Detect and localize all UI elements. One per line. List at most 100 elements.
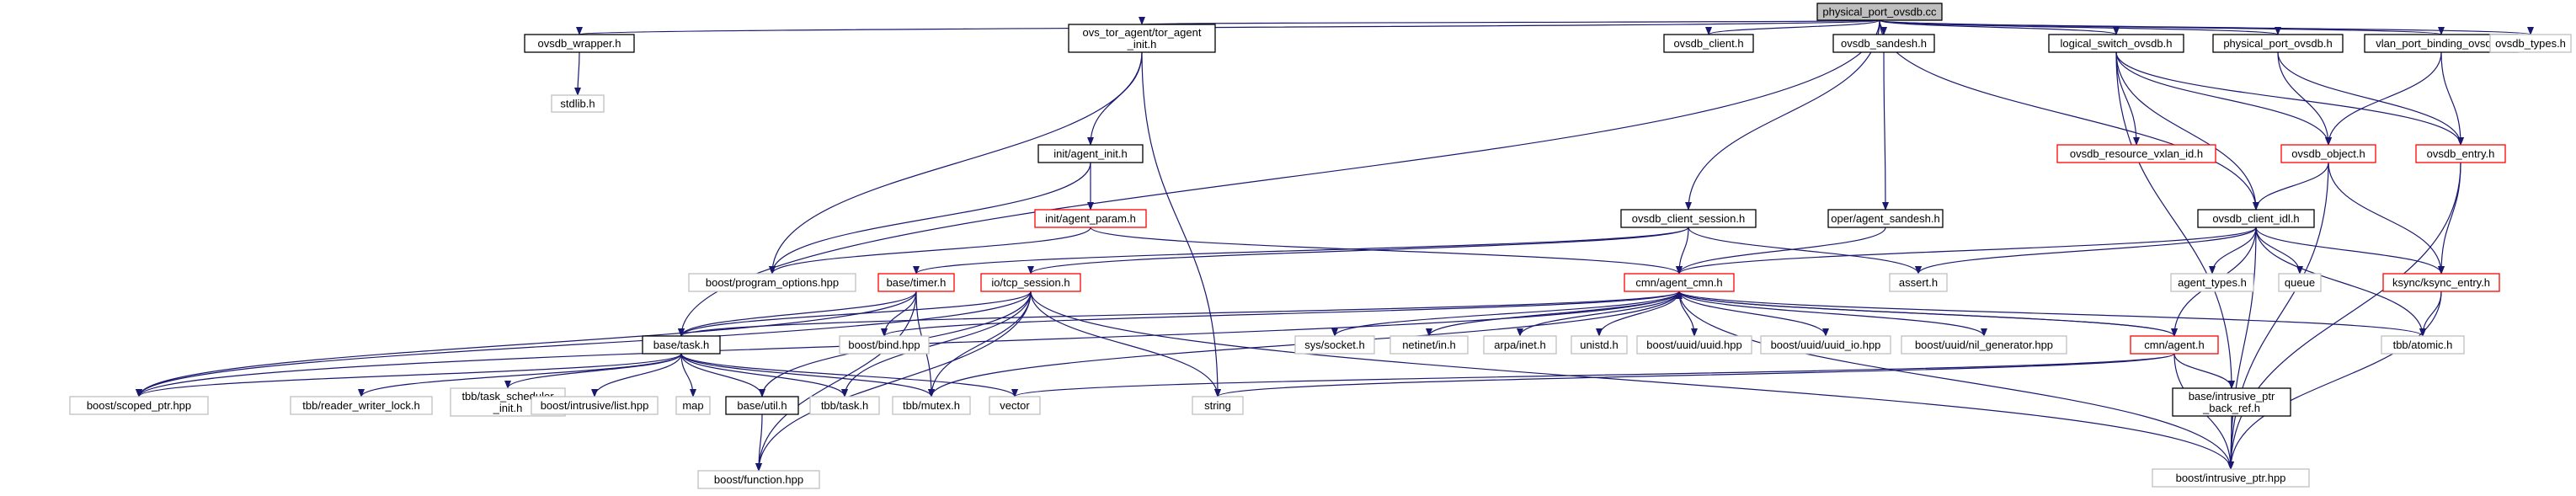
file-node-base-task[interactable]: base/task.h — [642, 335, 721, 355]
file-node-ovs-tor[interactable]: ovs_tor_agent/tor_agent_init.h — [1068, 24, 1216, 53]
include-edge-line — [1678, 291, 1829, 337]
include-edge — [769, 51, 1143, 275]
file-node-ksync-entry[interactable]: ksync/ksync_entry.h — [2382, 273, 2500, 292]
include-edge-line — [881, 291, 1680, 337]
file-node-box — [1620, 209, 1757, 228]
include-edge — [2115, 51, 2259, 211]
include-edge — [1676, 227, 1886, 275]
file-node-label: string — [1204, 399, 1231, 412]
file-node-label: init/agent_param.h — [1045, 212, 1136, 225]
file-node-box — [290, 396, 433, 415]
file-node-ovsdb-entry[interactable]: ovsdb_entry.h — [2415, 144, 2506, 163]
include-edge-line — [1879, 19, 2120, 35]
include-edge-line — [755, 291, 1032, 472]
file-node-logical-switch[interactable]: logical_switch_ovsdb.h — [2048, 34, 2184, 53]
include-edge-line — [2227, 291, 2442, 470]
file-node-cmn-agent[interactable]: cmn/agent.h — [2130, 335, 2219, 355]
include-edge — [680, 353, 848, 397]
file-node-resource-vxlan[interactable]: ovsdb_resource_vxlan_id.h — [2056, 144, 2216, 163]
include-edge — [1090, 227, 1683, 275]
include-edge-line — [358, 353, 682, 397]
include-edge — [1685, 19, 1880, 211]
include-edge — [680, 353, 696, 397]
file-node-ovsdb-client[interactable]: ovsdb_client.h — [1663, 34, 1754, 53]
include-edge-line — [574, 51, 582, 96]
include-edge-line — [2115, 51, 2332, 146]
file-node-box — [524, 34, 635, 53]
file-node-label: physical_port_ovsdb.h — [2223, 37, 2332, 50]
include-edge — [2209, 227, 2257, 275]
include-edge — [755, 291, 917, 472]
include-edge-line — [2173, 353, 2235, 389]
include-edge-line — [136, 353, 682, 397]
file-node-base-util[interactable]: base/util.h — [725, 396, 799, 415]
file-node-intrusive-ptr-back[interactable]: base/intrusive_ptr_back_ref.h — [2172, 387, 2291, 417]
include-edge — [1881, 51, 1889, 211]
file-node-oper-sandesh[interactable]: oper/agent_sandesh.h — [1827, 209, 1944, 228]
include-edge — [136, 291, 1032, 397]
include-edge-line — [769, 162, 1091, 275]
include-edge — [2277, 51, 2464, 146]
include-edge — [1030, 291, 1221, 397]
file-node-ovsdb-types: ovsdb_types.h — [2489, 34, 2572, 53]
dependency-nodes: physical_port_ovsdb.cc ovsdb_wrapper.hstd… — [69, 3, 2572, 489]
file-node-client-idl[interactable]: ovsdb_client_idl.h — [2197, 209, 2315, 228]
file-node-root[interactable]: physical_port_ovsdb.cc — [1816, 3, 1943, 21]
include-edge-line — [1087, 51, 1143, 146]
file-node-box — [1068, 24, 1216, 53]
file-node-wrapper[interactable]: ovsdb_wrapper.h — [524, 34, 635, 53]
include-edge-line — [577, 19, 1880, 35]
file-node-box — [531, 396, 659, 415]
file-node-label: boost/uuid/uuid_io.hpp — [1771, 339, 1881, 351]
file-node-box — [2280, 144, 2376, 163]
include-edge-line — [769, 227, 1091, 275]
include-edge-line — [2115, 51, 2235, 389]
include-edge-line — [1027, 227, 1689, 275]
file-node-label: tbb/atomic.h — [2393, 339, 2453, 351]
file-node-ovsdb-object[interactable]: ovsdb_object.h — [2280, 144, 2376, 163]
file-node-box — [675, 396, 711, 415]
file-node-vlan-port[interactable]: vlan_port_binding_ovsdb.h — [2364, 34, 2519, 53]
file-node-label: stdlib.h — [560, 98, 595, 110]
file-node-label: netinet/in.h — [1402, 339, 1456, 351]
include-edge — [1678, 291, 1829, 337]
file-node-uuid: boost/uuid/uuid.hpp — [1636, 335, 1752, 355]
file-node-tcp-session[interactable]: io/tcp_session.h — [980, 273, 1081, 292]
include-edge — [1879, 19, 2120, 35]
file-node-agent-cmn[interactable]: cmn/agent_cmn.h — [1624, 273, 1735, 292]
file-node-physical-port[interactable]: physical_port_ovsdb.h — [2212, 34, 2344, 53]
include-edge-line — [2227, 162, 2461, 470]
include-edge — [755, 413, 763, 472]
file-node-arpa-inet: arpa/inet.h — [1483, 335, 1557, 355]
file-node-label: oper/agent_sandesh.h — [1831, 212, 1939, 225]
include-edge-line — [1688, 227, 1922, 275]
file-node-box — [1034, 209, 1147, 228]
include-edge-line — [678, 291, 1680, 337]
include-edge — [504, 353, 682, 389]
file-node-box — [69, 396, 209, 415]
file-node-label: boost/bind.hpp — [848, 339, 920, 351]
include-edge-line — [2277, 51, 2464, 146]
file-node-label: ksync/ksync_entry.h — [2392, 276, 2490, 289]
include-edge — [1676, 227, 2257, 275]
file-node-scoped-ptr: boost/scoped_ptr.hpp — [69, 396, 209, 415]
file-node-label: _init.h — [1127, 38, 1157, 51]
file-node-client-session[interactable]: ovsdb_client_session.h — [1620, 209, 1757, 228]
file-node-base-timer[interactable]: base/timer.h — [877, 273, 955, 292]
include-edge-line — [2209, 227, 2257, 275]
include-edge — [1027, 227, 1689, 275]
file-node-box — [1760, 335, 1891, 355]
include-edge — [2173, 353, 2235, 389]
file-node-sandesh[interactable]: ovsdb_sandesh.h — [1832, 34, 1935, 53]
file-node-label: map — [682, 399, 703, 412]
include-edge-line — [2227, 415, 2235, 470]
include-edge-line — [680, 353, 1018, 397]
include-edge-line — [136, 291, 1032, 397]
file-node-agent-init[interactable]: init/agent_init.h — [1037, 144, 1144, 163]
include-edge — [1087, 51, 1143, 146]
include-edge-line — [1881, 51, 1889, 211]
include-edge-line — [1676, 291, 2175, 337]
file-node-agent-param[interactable]: init/agent_param.h — [1034, 209, 1147, 228]
include-edge-line — [1090, 227, 1683, 275]
